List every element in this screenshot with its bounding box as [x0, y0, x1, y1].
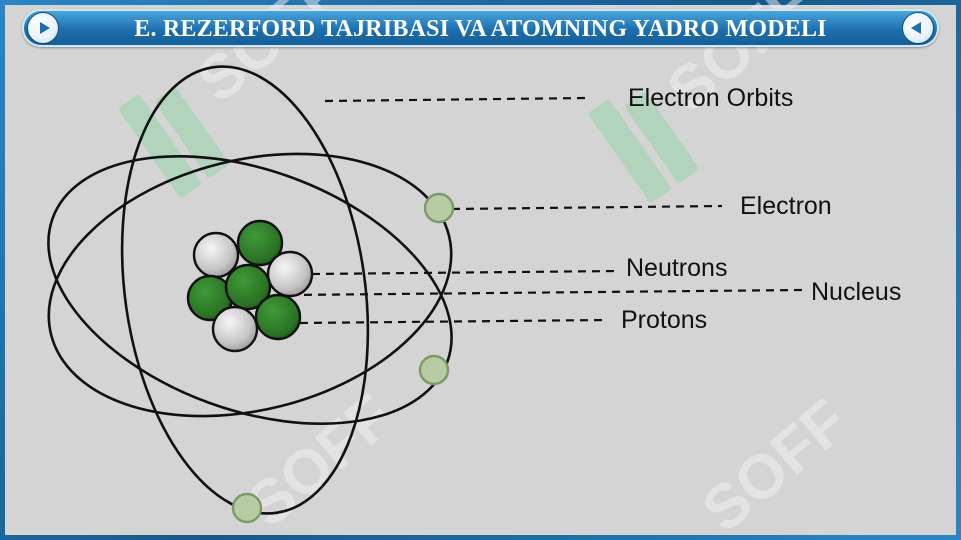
electron — [418, 354, 450, 386]
electron-orbit — [120, 65, 370, 515]
next-slide-button[interactable] — [902, 12, 934, 44]
label-electron: Electron — [740, 192, 832, 220]
slide-title: E. REZERFORD TAJRIBASI VA ATOMNING YADRO… — [134, 16, 827, 42]
label-electron-orbits: Electron Orbits — [628, 84, 794, 112]
label-protons: Protons — [621, 306, 708, 334]
title-bar: E. REZERFORD TAJRIBASI VA ATOMNING YADRO… — [22, 9, 939, 47]
leader-line-nucleus — [289, 288, 803, 297]
leader-line-protons — [299, 318, 607, 325]
neutron — [211, 305, 259, 353]
label-nucleus: Nucleus — [811, 278, 902, 306]
neutron — [266, 250, 314, 298]
play-right-icon — [40, 22, 50, 34]
neutron — [192, 231, 240, 279]
leader-line-electron — [451, 204, 723, 211]
proton — [236, 219, 284, 267]
label-neutrons: Neutrons — [626, 254, 728, 282]
leader-line-orbits — [324, 96, 589, 103]
leader-line-neutrons — [311, 269, 619, 276]
electron — [423, 192, 455, 224]
electron — [231, 492, 263, 524]
electron-orbit — [47, 155, 453, 425]
nucleus — [186, 219, 314, 353]
proton — [224, 263, 272, 311]
slide-canvas — [5, 5, 956, 535]
proton — [254, 293, 302, 341]
electron-orbit — [47, 152, 453, 418]
play-left-icon — [911, 22, 921, 34]
previous-slide-button[interactable] — [27, 12, 59, 44]
